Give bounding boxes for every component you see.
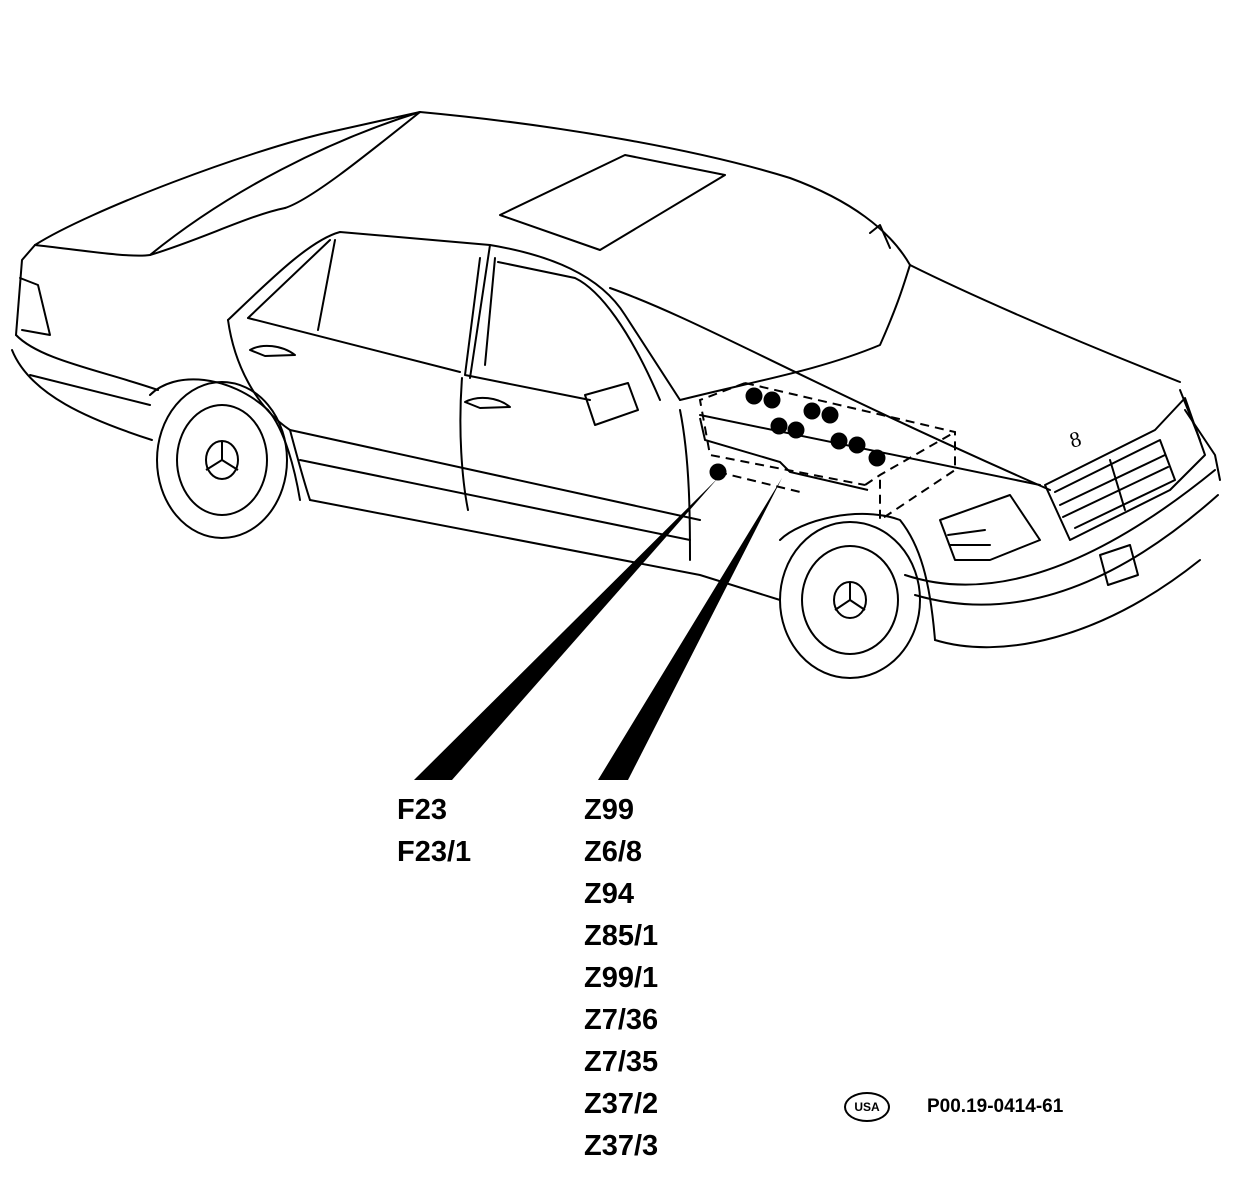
front-wheel <box>779 521 921 679</box>
label-f23: F23 <box>397 794 447 826</box>
fuse-box-base <box>699 417 869 491</box>
label-z7-36: Z7/36 <box>584 1004 659 1036</box>
usa-region-badge: USA <box>844 1092 890 1122</box>
hood-emblem: 8 <box>1067 426 1084 453</box>
rear-wheel <box>156 381 288 539</box>
label-z94: Z94 <box>584 878 634 910</box>
label-z7-35: Z7/35 <box>584 1046 659 1078</box>
label-z37-3: Z37/3 <box>584 1130 659 1162</box>
label-z85-1: Z85/1 <box>584 920 659 952</box>
label-f23-1: F23/1 <box>397 836 472 868</box>
label-z6-8: Z6/8 <box>584 836 643 868</box>
label-z99: Z99 <box>584 794 634 826</box>
fuse-box-outline <box>698 382 956 522</box>
label-z99-1: Z99/1 <box>584 962 659 994</box>
left-callout-labels: F23 F23/1 <box>397 789 471 873</box>
callout-wedges <box>414 478 782 780</box>
figure-code: P00.19-0414-61 <box>927 1096 1064 1117</box>
right-callout-labels: Z99 Z6/8 Z94 Z85/1 Z99/1 Z7/36 Z7/35 Z37… <box>584 789 658 1167</box>
label-z37-2: Z37/2 <box>584 1088 659 1120</box>
location-dots <box>709 387 886 481</box>
callout-wedge-z99 <box>598 478 782 780</box>
car-outline <box>11 111 1221 649</box>
callout-wedge-f23 <box>414 478 718 780</box>
